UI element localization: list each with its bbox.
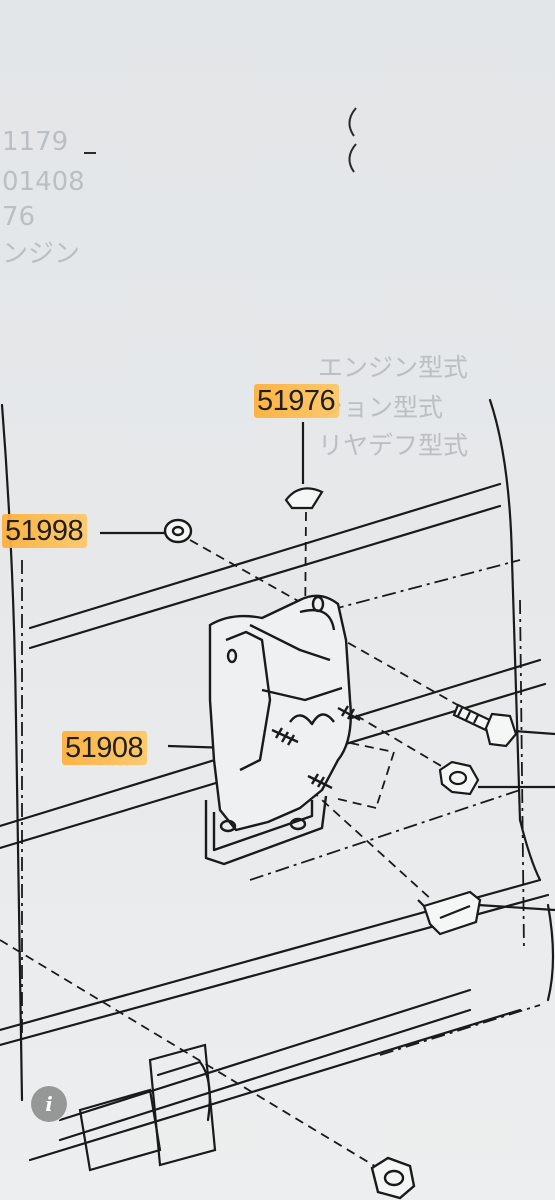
top-bracket-marks xyxy=(84,107,357,173)
part-number-label: 51976 xyxy=(254,384,340,418)
faint-text-line: リヤデフ型式 xyxy=(318,431,468,460)
faint-text-line: 76 xyxy=(2,202,35,232)
faint-text-line: ンジン xyxy=(2,239,80,269)
phantom-lines xyxy=(21,559,541,1056)
leader-lines xyxy=(100,422,555,912)
pad-51976 xyxy=(284,487,324,510)
info-icon[interactable]: i xyxy=(30,1085,68,1123)
part-number-label: 51998 xyxy=(2,514,88,548)
washer-51998 xyxy=(163,518,193,544)
bracket-studs xyxy=(271,705,361,790)
faint-text-line: 1179 xyxy=(2,127,68,157)
assembly-lines xyxy=(0,511,471,1169)
bolt-right xyxy=(452,703,518,748)
bracket-51908 xyxy=(204,594,352,866)
bottom-fastener xyxy=(370,1156,416,1200)
clip-right xyxy=(417,890,482,936)
faint-background-text: 1179 01408 76 ンジン エンジン型式 ション型式 リヤデフ型式 xyxy=(2,127,468,460)
part-number-label: 51908 xyxy=(62,731,148,765)
faint-text-line: エンジン型式 xyxy=(318,353,468,382)
faint-text-line: 01408 xyxy=(2,167,85,197)
nut-right xyxy=(438,760,480,796)
